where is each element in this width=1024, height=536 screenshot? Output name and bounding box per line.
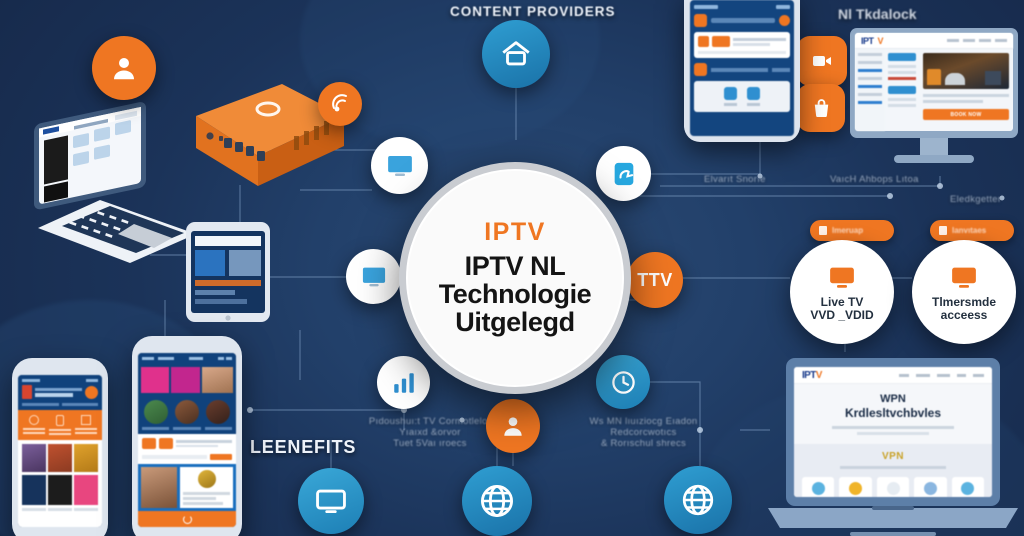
node-ttv[interactable]: TTV xyxy=(627,252,683,308)
node-monitor-left[interactable] xyxy=(371,137,428,194)
bubble-live-tv[interactable]: Live TV VVD _VDID xyxy=(790,240,894,344)
caption-benefits: LEENEFITS xyxy=(250,437,357,457)
wifi-dish-icon xyxy=(332,94,347,112)
laptop-subheadline: Krdlesltvchbvles xyxy=(844,406,942,420)
connector-label: VaıcH Ahbops Lıtoa xyxy=(830,174,919,185)
isometric-laptop xyxy=(18,88,208,263)
monitor-icon xyxy=(362,267,385,286)
app-share-icon xyxy=(614,162,633,185)
laptop-section-title: VPN xyxy=(881,451,905,462)
smartphone-streaming-app xyxy=(132,336,242,536)
hub-title-line1: IPTV NL xyxy=(464,250,566,281)
monitor-icon xyxy=(952,267,976,288)
smartphone-iptv-app xyxy=(12,358,108,536)
vpn-detail-block: Ws MN lıuıziocg Eıadon Redcorcwotıcs & R… xyxy=(556,416,731,449)
node-monitor-mid[interactable] xyxy=(346,249,401,304)
caption-content-providers: CONTENT PROVIDERS xyxy=(450,4,616,19)
phone-screen xyxy=(138,353,236,527)
detail-line: Tuet 5Vaı ıroecs xyxy=(393,438,467,449)
monitor-icon xyxy=(830,267,854,288)
globe-icon xyxy=(682,484,714,516)
node-globe-right[interactable] xyxy=(664,466,732,534)
laptop-headline: WPN xyxy=(880,393,906,405)
node-cart-topright[interactable] xyxy=(797,84,845,132)
detail-line: & Rorıschul shrecs xyxy=(600,438,687,449)
connector-label: Eledkgetter xyxy=(950,194,1002,205)
benefits-detail-block: Pıdoushuı:t TV Cormotlelor Yıaıxd &orvor… xyxy=(345,416,515,449)
bubble-timeshift-access[interactable]: Tlmersmde acceess xyxy=(912,240,1016,344)
clock-icon xyxy=(611,370,635,394)
bubble-line1: Live TV xyxy=(820,294,864,309)
smartphone-app-screen xyxy=(684,0,800,142)
pill-icon xyxy=(819,226,827,235)
bag-icon xyxy=(814,98,828,117)
ttv-label: TTV xyxy=(637,269,673,290)
pill-label: lmeruap xyxy=(832,226,864,235)
detail-line: Yıaıxd &orvor xyxy=(399,427,461,438)
pill-label: lanvıtaes xyxy=(952,226,987,235)
bubble-line2: acceess xyxy=(940,308,988,322)
node-app-right[interactable] xyxy=(596,146,651,201)
user-icon xyxy=(504,417,522,436)
node-globe-center[interactable] xyxy=(462,466,532,536)
hub-kicker: IPTV xyxy=(484,217,546,246)
bubble-line2: VVD _VDID xyxy=(810,308,874,322)
node-user[interactable] xyxy=(486,399,540,453)
node-user-topleft[interactable] xyxy=(92,36,156,100)
hub-title-line3: Uitgelegd xyxy=(455,307,575,338)
node-wifi-dish[interactable] xyxy=(318,82,362,126)
node-chart[interactable] xyxy=(377,356,430,409)
detail-line: Pıdoushuı:t TV Cormotlelor xyxy=(368,416,492,427)
tablet-device xyxy=(182,218,274,326)
monitor-icon xyxy=(387,155,412,176)
orange-set-top-box xyxy=(186,74,354,196)
node-home[interactable] xyxy=(482,20,550,88)
bubble-pill-live-tv: lmeruap xyxy=(810,220,894,241)
video-icon xyxy=(813,56,831,66)
bubble-pill-timeshift: lanvıtaes xyxy=(930,220,1014,241)
central-hub: IPTV IPTV NL Technologie Uitgelegd xyxy=(399,162,631,394)
globe-icon xyxy=(481,485,513,517)
pill-icon xyxy=(939,226,947,235)
chart-icon xyxy=(393,372,414,393)
node-clock[interactable] xyxy=(596,355,650,409)
connector-label: Elvarıt Snorıe xyxy=(704,174,766,185)
phone-screen xyxy=(18,375,102,527)
node-tv-bottom[interactable] xyxy=(298,468,364,534)
node-cam-topright[interactable] xyxy=(797,36,847,86)
user-icon xyxy=(114,58,134,80)
caption-top-right: Nl Tkdalock xyxy=(838,6,917,22)
hub-title-line2: Technologie xyxy=(438,278,592,309)
detail-line: Ws MN lıuıziocg Eıadon xyxy=(589,416,698,427)
tv-icon xyxy=(316,489,346,514)
bubble-line1: Tlmersmde xyxy=(931,294,997,309)
home-icon xyxy=(502,41,530,66)
detail-line: Redcorcwotıcs xyxy=(610,427,677,438)
